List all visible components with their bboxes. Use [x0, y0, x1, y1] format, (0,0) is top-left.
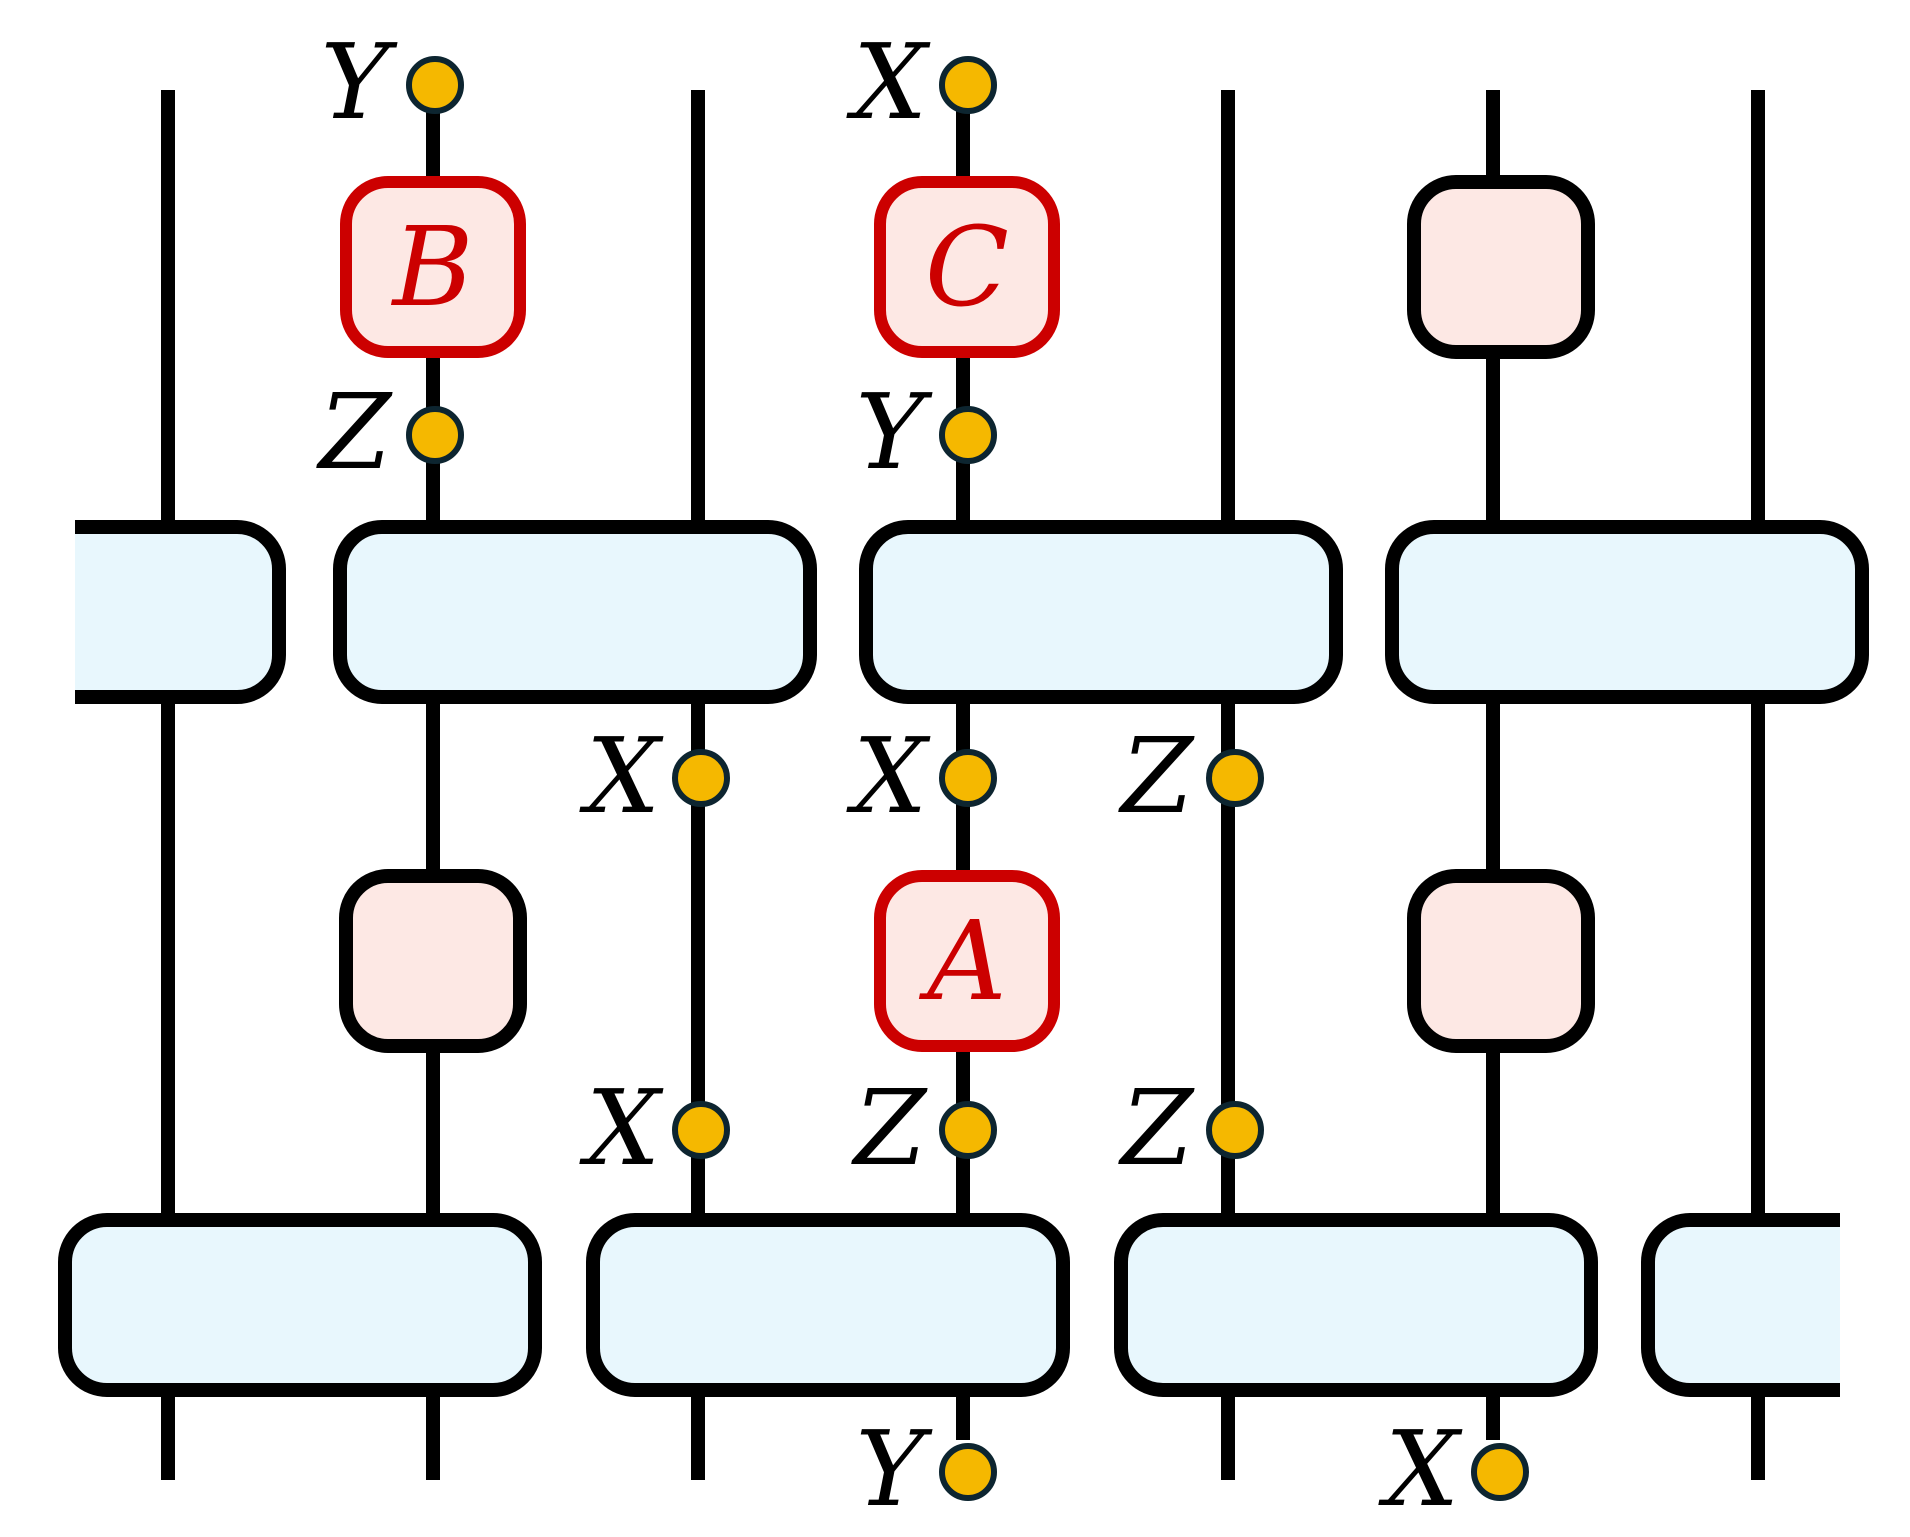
pauli-dot-bottom-x — [1471, 1443, 1529, 1501]
pauli-label-top-x: X — [846, 21, 931, 143]
single-qubit-gate-mid-right — [1407, 869, 1595, 1053]
pauli-label-mid-y: Y — [856, 371, 933, 493]
pauli-label-row3-x-center: X — [846, 715, 931, 837]
pauli-dot-row3-z-right — [1206, 749, 1264, 807]
pauli-label-row4-z-center: Z — [851, 1067, 928, 1189]
two-qubit-gate-3 — [1385, 520, 1869, 704]
gate-c — [874, 176, 1060, 358]
pauli-dot-top-x — [939, 56, 997, 114]
gate-b-label: B — [391, 203, 474, 331]
two-qubit-gate-4 — [58, 1213, 542, 1397]
two-qubit-gate-edge-right — [1641, 1213, 1840, 1397]
pauli-dot-row3-x-center — [939, 749, 997, 807]
two-qubit-gate-2 — [859, 520, 1343, 704]
two-qubit-gate-1 — [333, 520, 817, 704]
pauli-label-row4-z-right: Z — [1118, 1067, 1195, 1189]
two-qubit-gate-edge-left — [75, 520, 286, 704]
pauli-dot-row4-z-right — [1206, 1101, 1264, 1159]
pauli-dot-row4-z-center — [939, 1101, 997, 1159]
pauli-dot-row3-x-left — [672, 749, 730, 807]
pauli-label-bottom-y: Y — [856, 1408, 933, 1530]
pauli-dot-top-y — [406, 56, 464, 114]
pauli-label-bottom-x: X — [1378, 1408, 1463, 1530]
gate-a-label: A — [918, 897, 1006, 1025]
gate-c-label: C — [925, 203, 1009, 331]
pauli-label-row3-x-left: X — [579, 715, 664, 837]
pauli-label-mid-z: Z — [316, 371, 393, 493]
pauli-dot-row4-x-left — [672, 1101, 730, 1159]
gate-b — [340, 176, 526, 358]
pauli-label-top-y: Y — [321, 21, 398, 143]
pauli-dot-mid-z — [406, 406, 464, 464]
pauli-label-row4-x-left: X — [579, 1067, 664, 1189]
two-qubit-gate-6 — [1114, 1213, 1598, 1397]
pauli-dot-mid-y — [939, 406, 997, 464]
pauli-label-row3-z-right: Z — [1118, 715, 1195, 837]
single-qubit-gate-top-right — [1407, 175, 1595, 359]
single-qubit-gate-mid-left — [339, 869, 527, 1053]
pauli-dot-bottom-y — [939, 1443, 997, 1501]
gate-a — [874, 870, 1060, 1052]
two-qubit-gate-5 — [586, 1213, 1070, 1397]
